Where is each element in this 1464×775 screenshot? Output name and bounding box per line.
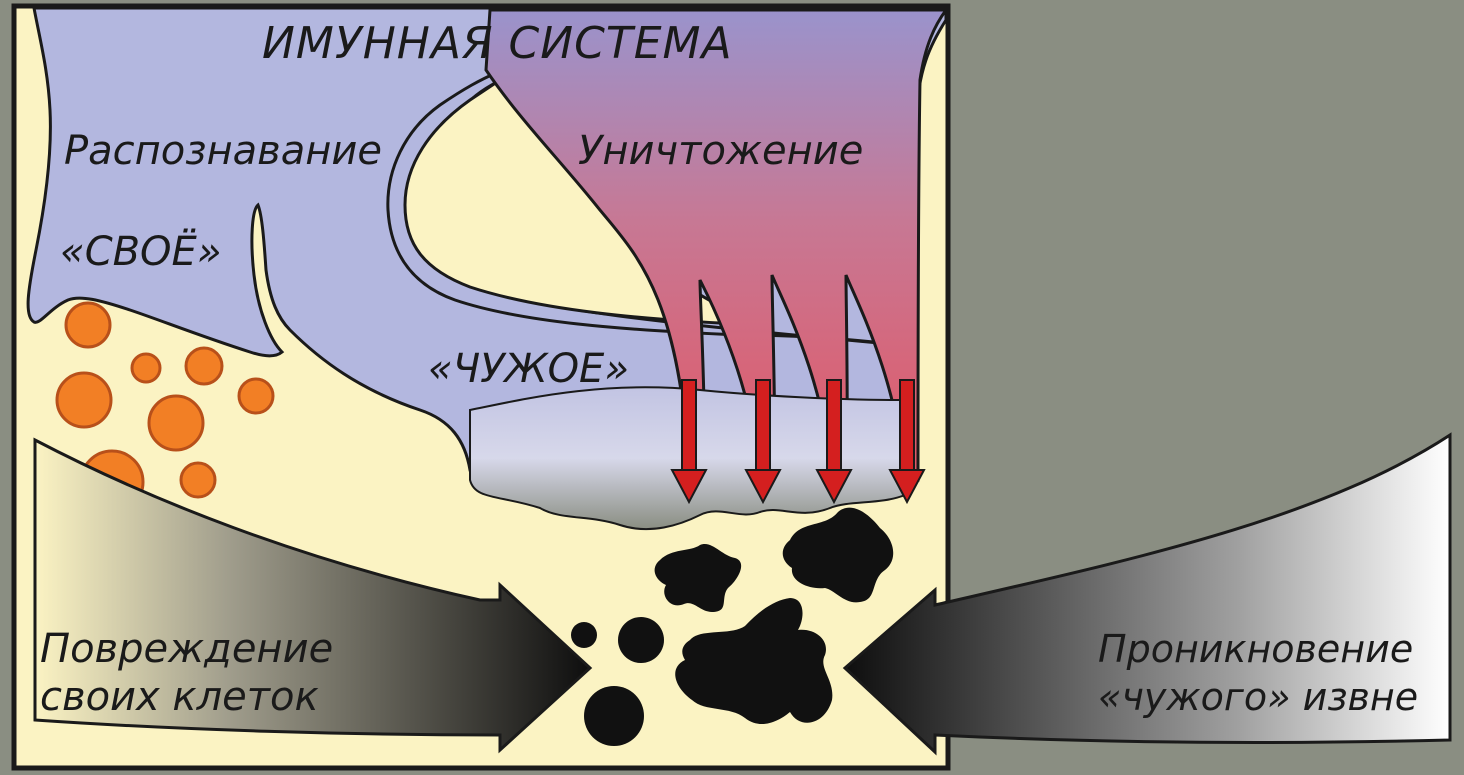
self-cell: [239, 379, 273, 413]
self-cell: [66, 303, 110, 347]
invasion-label-line1: Проникновение: [1098, 627, 1413, 671]
recognition-label: Распознавание: [64, 128, 382, 174]
destruction-label: Уничтожение: [578, 128, 863, 174]
foreign-label: «ЧУЖОЕ»: [428, 346, 629, 392]
foreign-cell: [618, 617, 664, 663]
damage-label-line1: Повреждение: [40, 626, 333, 672]
damage-label-line2: своих клеток: [40, 674, 319, 720]
self-label: «СВОЁ»: [60, 227, 222, 275]
self-cell: [57, 373, 111, 427]
foreign-cell: [571, 622, 597, 648]
foreign-cell: [584, 686, 644, 746]
diagram-title: ИМУННАЯ СИСТЕМА: [262, 18, 733, 69]
invasion-label-line2: «чужого» извне: [1098, 675, 1418, 719]
self-cell: [149, 396, 203, 450]
self-cell: [186, 348, 222, 384]
self-cell: [181, 463, 215, 497]
self-cell: [132, 354, 160, 382]
